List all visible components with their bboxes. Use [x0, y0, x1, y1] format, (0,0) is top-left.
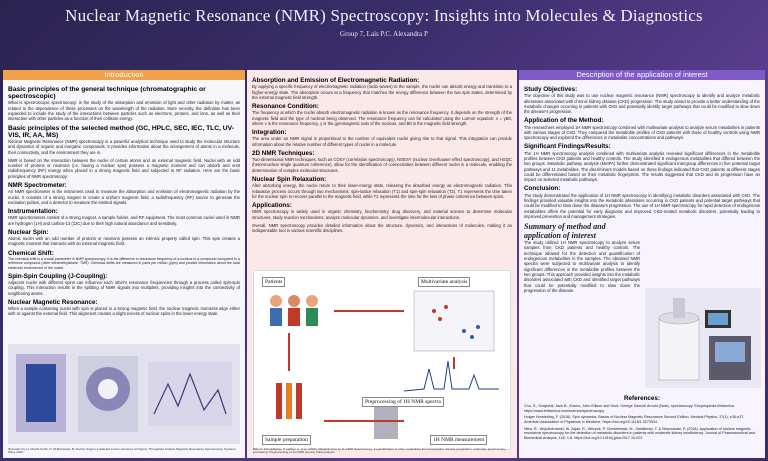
- findings-heading: Significant Findings/Results:: [524, 143, 611, 151]
- spectrometer-text: An NMR spectrometer is the instrument us…: [8, 189, 240, 205]
- diagram-label-patients: Patients: [262, 277, 286, 287]
- objectives-heading: Study Objectives:: [524, 86, 578, 93]
- method-text-2: NMR is based on the interaction between …: [8, 157, 240, 179]
- integration-text: The area under an NMR signal is proporti…: [252, 136, 512, 147]
- application-method-text: The researchers employed 1H NMR spectros…: [524, 124, 760, 141]
- nmr-heading: Nuclear Magnetic Resonance:: [8, 298, 98, 306]
- middle-caption: Bilbo P, Schmidhuber, P. Haffner, F. et …: [253, 446, 506, 455]
- workflow-artwork: [270, 290, 499, 439]
- resonance-heading: Resonance Condition:: [252, 103, 319, 111]
- reference-item: Holger Horsterling, F. (2016). Spin dyna…: [524, 415, 745, 424]
- summary-heading: Summary of method and application of int…: [524, 222, 606, 241]
- conclusion-text: The study demonstrated the application o…: [524, 192, 760, 219]
- workflow-diagram: Patients Multivariate analysis Preproces…: [253, 270, 511, 450]
- nmr-figure-illustration: [8, 344, 240, 444]
- diagram-label-multivariate: Multivariate analysis: [418, 277, 471, 287]
- references-heading: References:: [623, 395, 661, 402]
- summary-block: Summary of method and application of int…: [524, 222, 640, 293]
- reference-item: Chu, S., Graybeal, Jack B., Eramo, John …: [524, 404, 735, 413]
- shift-heading: Chemical Shift:: [8, 249, 54, 257]
- poster-authors: Group 7, Lais P.C. Alexandra P: [340, 30, 428, 38]
- conclusion-heading: Conclusion:: [524, 185, 561, 193]
- nmr-figure: [8, 344, 240, 444]
- nmr-instrument-image: [645, 288, 761, 388]
- method-text: Nuclear Magnetic Resonance (NMR) spectro…: [8, 139, 240, 155]
- coupling-heading: Spin-Spin Coupling (J-Coupling):: [8, 272, 108, 280]
- coupling-text: Adjacent nuclei with different spins can…: [8, 280, 240, 296]
- poster-header: Nuclear Magnetic Resonance (NMR) Spectro…: [0, 0, 768, 68]
- left-column: Introduction Basic principles of the gen…: [3, 70, 245, 458]
- reference-item: Nitra, R., Wojciechowski, W. Zajak, R., …: [524, 426, 755, 440]
- application-banner: Description of the application of intere…: [519, 70, 765, 80]
- intro-text: What is spectroscopic spectroscopy: is t…: [8, 100, 240, 122]
- poster-title: Nuclear Magnetic Resonance (NMR) Spectro…: [65, 6, 703, 25]
- nmr-text: When a sample containing nuclei with spi…: [8, 306, 240, 317]
- diagram-label-measurement: 1H NMR measurement: [430, 435, 488, 445]
- relaxation-text: After absorbing energy, the nuclei retur…: [252, 183, 512, 199]
- absorption-heading: Absorption and Emission of Electromagnet…: [252, 77, 420, 84]
- applications-text: NMR spectroscopy is widely used in organ…: [252, 209, 512, 220]
- relaxation-heading: Nuclear Spin Relaxation:: [252, 176, 327, 184]
- spin-text: Atomic nuclei with an odd number of prot…: [8, 236, 240, 247]
- middle-column: Absorption and Emission of Electromagnet…: [247, 70, 517, 458]
- objectives-text: The objective of this study was to use n…: [524, 93, 760, 115]
- spectrometer-heading: NMR Spectrometer:: [8, 182, 67, 190]
- applications-heading: Applications:: [252, 202, 292, 210]
- absorption-text: By applying a specific frequency of elec…: [252, 84, 512, 100]
- introduction-banner: Introduction: [3, 70, 245, 80]
- instrumentation-text: NMR spectrometers consist of a strong ma…: [8, 215, 240, 226]
- nmr-instrument-illustration: [645, 288, 761, 388]
- references-block: References: Chu, S., Graybeal, Jack B., …: [524, 392, 760, 440]
- overall-text: Overall, NMR spectroscopy provides detai…: [252, 222, 512, 234]
- right-column: Description of the application of intere…: [519, 70, 765, 458]
- left-caption: Illustration by H. Gharbi Smith, P. Jill…: [8, 446, 237, 455]
- diagram-label-preprocessing: Preprocessing of 1H NMR spectra: [362, 397, 444, 407]
- intro-heading: Basic principles of the general techniqu…: [8, 86, 206, 101]
- twod-text: Two-dimensional NMR techniques, such as …: [252, 157, 512, 173]
- findings-text: The 1H NMR spectroscopy analysis combine…: [524, 150, 760, 183]
- twod-heading: 2D NMR Techniques:: [252, 149, 315, 157]
- instrumentation-heading: Instrumentation:: [8, 208, 58, 216]
- method-heading: Basic principles of the selected method …: [8, 124, 234, 139]
- shift-text: The chemical shift is a crucial paramete…: [8, 256, 240, 270]
- application-method-heading: Application of the Method:: [524, 117, 604, 125]
- diagram-label-sample-prep: Sample preparation: [262, 435, 311, 445]
- integration-heading: Integration:: [252, 129, 287, 137]
- resonance-text: The frequency at which the nuclei absorb…: [252, 110, 512, 126]
- spin-heading: Nuclear Spin:: [8, 228, 49, 236]
- summary-text: The study utilized 1H NMR spectroscopy t…: [524, 240, 640, 293]
